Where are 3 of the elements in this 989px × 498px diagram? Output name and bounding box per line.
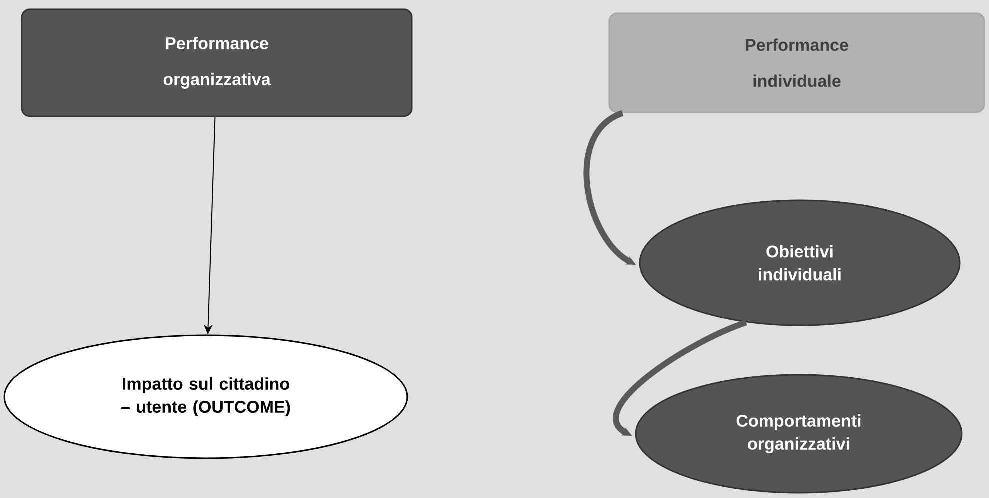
title-box: Performance organizzativa xyxy=(21,8,413,118)
title-box: Performance individuale xyxy=(608,12,986,114)
arrow xyxy=(613,320,748,436)
